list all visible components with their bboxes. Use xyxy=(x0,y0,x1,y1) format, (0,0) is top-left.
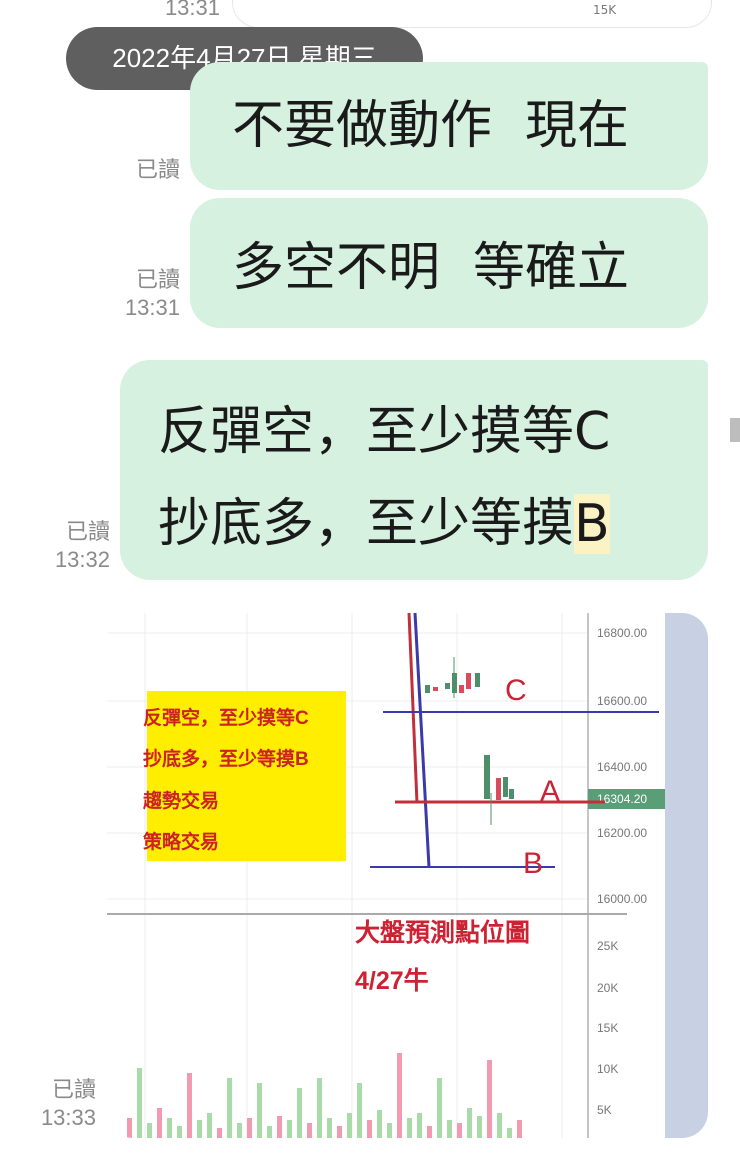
red-trend-line xyxy=(407,613,419,804)
volume-bar xyxy=(327,1118,332,1138)
volume-tick: 15K xyxy=(597,1021,618,1035)
volume-bar xyxy=(227,1078,232,1138)
price-tick: 16800.00 xyxy=(597,626,647,640)
volume-bar xyxy=(347,1113,352,1138)
volume-bar xyxy=(137,1068,142,1138)
message-text: 不要做動作 現在 xyxy=(232,96,630,156)
price-tick: 16400.00 xyxy=(597,760,647,774)
price-tick: 16000.00 xyxy=(597,892,647,906)
chart-image: 16800.00 16600.00 16400.00 16200.00 1600… xyxy=(107,613,708,1138)
volume-bar xyxy=(387,1123,392,1138)
chart-caption: 大盤預測點位圖 xyxy=(355,918,530,947)
volume-tick: 20K xyxy=(597,981,618,995)
volume-bars xyxy=(127,1053,522,1138)
volume-bar xyxy=(157,1108,162,1138)
note-line: 策略交易 xyxy=(143,830,219,853)
previous-image-preview[interactable]: 15K xyxy=(232,0,712,28)
volume-tick: 5K xyxy=(597,1103,612,1117)
price-tick: 16600.00 xyxy=(597,694,647,708)
volume-bar xyxy=(187,1073,192,1138)
message-bubble[interactable]: 多空不明 等確立 xyxy=(190,198,708,328)
volume-bar xyxy=(257,1083,262,1138)
volume-bar xyxy=(217,1128,222,1138)
volume-tick: 10K xyxy=(597,1062,618,1076)
note-box xyxy=(147,691,346,861)
volume-bar xyxy=(417,1113,422,1138)
current-price-tag xyxy=(588,789,665,809)
volume-bar xyxy=(437,1078,442,1138)
volume-bar xyxy=(177,1126,182,1138)
previous-axis-label: 15K xyxy=(593,3,617,17)
volume-bar xyxy=(457,1123,462,1138)
volume-bar xyxy=(307,1123,312,1138)
volume-bar xyxy=(507,1128,512,1138)
message-line-2: 抄底多，至少等摸B xyxy=(158,494,610,554)
message-line-1: 反彈空，至少摸等C xyxy=(158,402,611,462)
volume-bar xyxy=(407,1118,412,1138)
volume-bar xyxy=(447,1120,452,1138)
note-line: 抄底多，至少等摸B xyxy=(143,747,309,770)
volume-tick: 25K xyxy=(597,939,618,953)
volume-bar xyxy=(397,1053,402,1138)
volume-bar xyxy=(467,1108,472,1138)
volume-bar xyxy=(497,1113,502,1138)
chart-caption: 4/27牛 xyxy=(355,967,429,995)
message-text: 多空不明 等確立 xyxy=(232,238,630,298)
label-a: A xyxy=(540,775,560,808)
volume-ticks: 25K 20K 15K 10K 5K xyxy=(597,939,618,1117)
volume-bar xyxy=(297,1088,302,1138)
note-line: 反彈空，至少摸等C xyxy=(143,706,309,729)
volume-bar xyxy=(487,1060,492,1138)
volume-bar xyxy=(207,1113,212,1138)
volume-bar xyxy=(167,1118,172,1138)
volume-bar xyxy=(287,1120,292,1138)
message-time: 13:33 xyxy=(40,1105,96,1130)
read-receipt: 已讀 xyxy=(135,157,180,182)
read-receipt: 已讀 xyxy=(51,1077,96,1102)
chart-image-message[interactable]: 16800.00 16600.00 16400.00 16200.00 1600… xyxy=(107,613,708,1138)
image-side-edge xyxy=(665,613,708,1138)
label-b: B xyxy=(523,847,543,880)
highlighted-text: B xyxy=(574,494,610,554)
volume-bar xyxy=(377,1110,382,1138)
read-receipt: 已讀 xyxy=(135,267,180,292)
message-time: 13:32 xyxy=(54,547,110,572)
volume-bar xyxy=(197,1120,202,1138)
volume-bar xyxy=(247,1118,252,1138)
volume-bar xyxy=(277,1116,282,1138)
volume-bar xyxy=(337,1126,342,1138)
volume-bar xyxy=(477,1116,482,1138)
volume-bar xyxy=(127,1118,132,1138)
scrollbar[interactable] xyxy=(730,418,740,442)
previous-time: 13:31 xyxy=(164,0,220,20)
volume-bar xyxy=(267,1126,272,1138)
volume-bar xyxy=(517,1120,522,1138)
candles xyxy=(425,657,514,825)
volume-bar xyxy=(427,1126,432,1138)
message-bubble[interactable]: 反彈空，至少摸等C 抄底多，至少等摸B xyxy=(120,360,708,580)
label-c: C xyxy=(505,674,527,707)
note-line: 趨勢交易 xyxy=(142,789,219,812)
message-bubble[interactable]: 不要做動作 現在 xyxy=(190,62,708,190)
price-ticks: 16800.00 16600.00 16400.00 16200.00 1600… xyxy=(597,626,647,906)
blue-trend-line xyxy=(413,613,431,868)
message-time: 13:31 xyxy=(124,295,180,320)
volume-bar xyxy=(367,1120,372,1138)
volume-bar xyxy=(317,1078,322,1138)
current-price: 16304.20 xyxy=(597,792,647,806)
read-receipt: 已讀 xyxy=(65,519,110,544)
volume-bar xyxy=(237,1123,242,1138)
price-tick: 16200.00 xyxy=(597,826,647,840)
volume-bar xyxy=(357,1083,362,1138)
volume-bar xyxy=(147,1123,152,1138)
